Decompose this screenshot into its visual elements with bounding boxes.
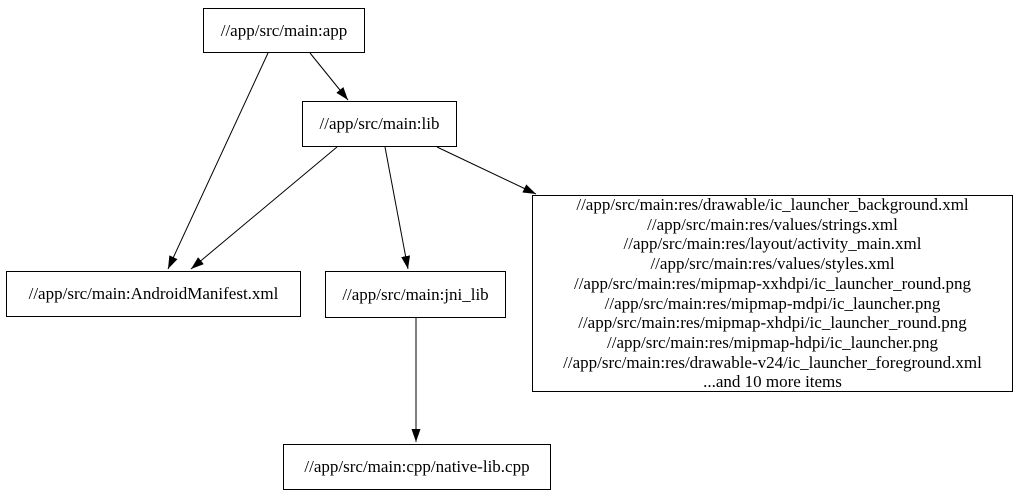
resource-item: //app/src/main:res/values/strings.xml <box>647 214 898 234</box>
edge-app-to-lib <box>309 52 349 101</box>
resource-item: //app/src/main:res/values/styles.xml <box>650 254 895 274</box>
node-app-label: //app/src/main:app <box>220 20 348 40</box>
resource-item: //app/src/main:res/mipmap-xxhdpi/ic_laun… <box>573 273 972 293</box>
node-jni-lib-label: //app/src/main:jni_lib <box>342 284 489 304</box>
node-app: //app/src/main:app <box>203 8 365 53</box>
resource-item: //app/src/main:res/mipmap-hdpi/ic_launch… <box>607 332 938 352</box>
edge-lib-to-resources <box>436 146 537 195</box>
node-jni-lib: //app/src/main:jni_lib <box>325 271 506 318</box>
resource-item: //app/src/main:res/drawable/ic_launcher_… <box>576 194 969 214</box>
edge-lib-to-manifest <box>190 146 338 270</box>
resource-more-items: ...and 10 more items <box>703 372 842 392</box>
node-native-lib-cpp-label: //app/src/main:cpp/native-lib.cpp <box>304 457 530 476</box>
node-resources-group: //app/src/main:res/drawable/ic_launcher_… <box>532 195 1013 392</box>
edge-app-to-manifest <box>167 52 269 270</box>
node-native-lib-cpp: //app/src/main:cpp/native-lib.cpp <box>283 444 551 490</box>
resource-item: //app/src/main:res/drawable-v24/ic_launc… <box>563 352 982 372</box>
node-lib-label: //app/src/main:lib <box>319 114 440 133</box>
node-android-manifest-label: //app/src/main:AndroidManifest.xml <box>28 284 279 303</box>
resource-item: //app/src/main:res/layout/activity_main.… <box>623 234 922 254</box>
node-android-manifest: //app/src/main:AndroidManifest.xml <box>6 271 301 317</box>
resource-item: //app/src/main:res/mipmap-mdpi/ic_launch… <box>604 293 941 313</box>
resource-item: //app/src/main:res/mipmap-xhdpi/ic_launc… <box>578 313 967 333</box>
node-lib: //app/src/main:lib <box>302 101 457 147</box>
edge-lib-to-jni-lib <box>384 146 411 270</box>
